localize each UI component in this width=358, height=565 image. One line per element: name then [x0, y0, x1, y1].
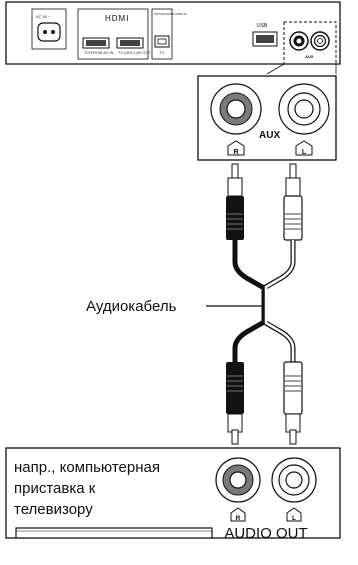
callout-lines — [266, 63, 337, 75]
optical-input: OPTICAL DIGITAL AUDIO IN TV — [151, 8, 187, 60]
hdmi-block: HDMI TO/FROM AV IN TV (ARC) AV OUT — [77, 8, 151, 60]
cable-label: Аудиокабель — [86, 298, 177, 315]
source-device: напр., компьютерная приставка к телевизо… — [5, 447, 341, 542]
ac-in-label: AC IN ~ — [36, 14, 51, 19]
aux-jack-left-channel — [278, 83, 330, 135]
usb-port: USB — [252, 23, 278, 47]
ac-inlet: AC IN ~ — [31, 8, 67, 50]
lower-plug-white — [283, 361, 303, 415]
aux-mark-l: L — [302, 149, 307, 156]
optical-sub-label: TV — [159, 50, 164, 55]
device-description-line-3: телевизору — [14, 501, 93, 518]
aux-small-label: AUX — [305, 54, 314, 59]
device-mark-l: L — [292, 515, 296, 522]
device-description-line-2: приставка к — [14, 480, 96, 497]
hdmi-port-2-label: TV (ARC) AV OUT — [118, 50, 151, 55]
optical-label: OPTICAL DIGITAL AUDIO IN — [154, 13, 187, 16]
hdmi-logo: HDMI — [105, 14, 129, 23]
audio-out-jack-right-channel — [215, 457, 261, 503]
aux-jacks-small: AUX — [283, 21, 337, 65]
upper-plug-white — [283, 195, 303, 241]
hdmi-port-1-label: TO/FROM AV IN — [84, 50, 114, 55]
aux-jack-right-channel — [210, 83, 262, 135]
device-description-line-1: напр., компьютерная — [14, 459, 160, 476]
aux-callout: AUX R L — [197, 75, 337, 161]
cable-label-group: Аудиокабель — [86, 298, 262, 315]
audio-out-jack-left-channel — [271, 457, 317, 503]
audio-cable — [226, 163, 303, 445]
upper-plug-red — [226, 196, 244, 240]
aux-label: AUX — [259, 130, 280, 141]
device-mark-r: R — [236, 515, 241, 522]
lower-plug-red — [226, 362, 244, 414]
audio-out-label: AUDIO OUT — [224, 525, 307, 542]
usb-label: USB — [257, 23, 268, 29]
rear-panel: AC IN ~ HDMI TO/FROM AV IN TV (ARC) AV O… — [5, 1, 341, 65]
aux-mark-r: R — [233, 149, 238, 156]
